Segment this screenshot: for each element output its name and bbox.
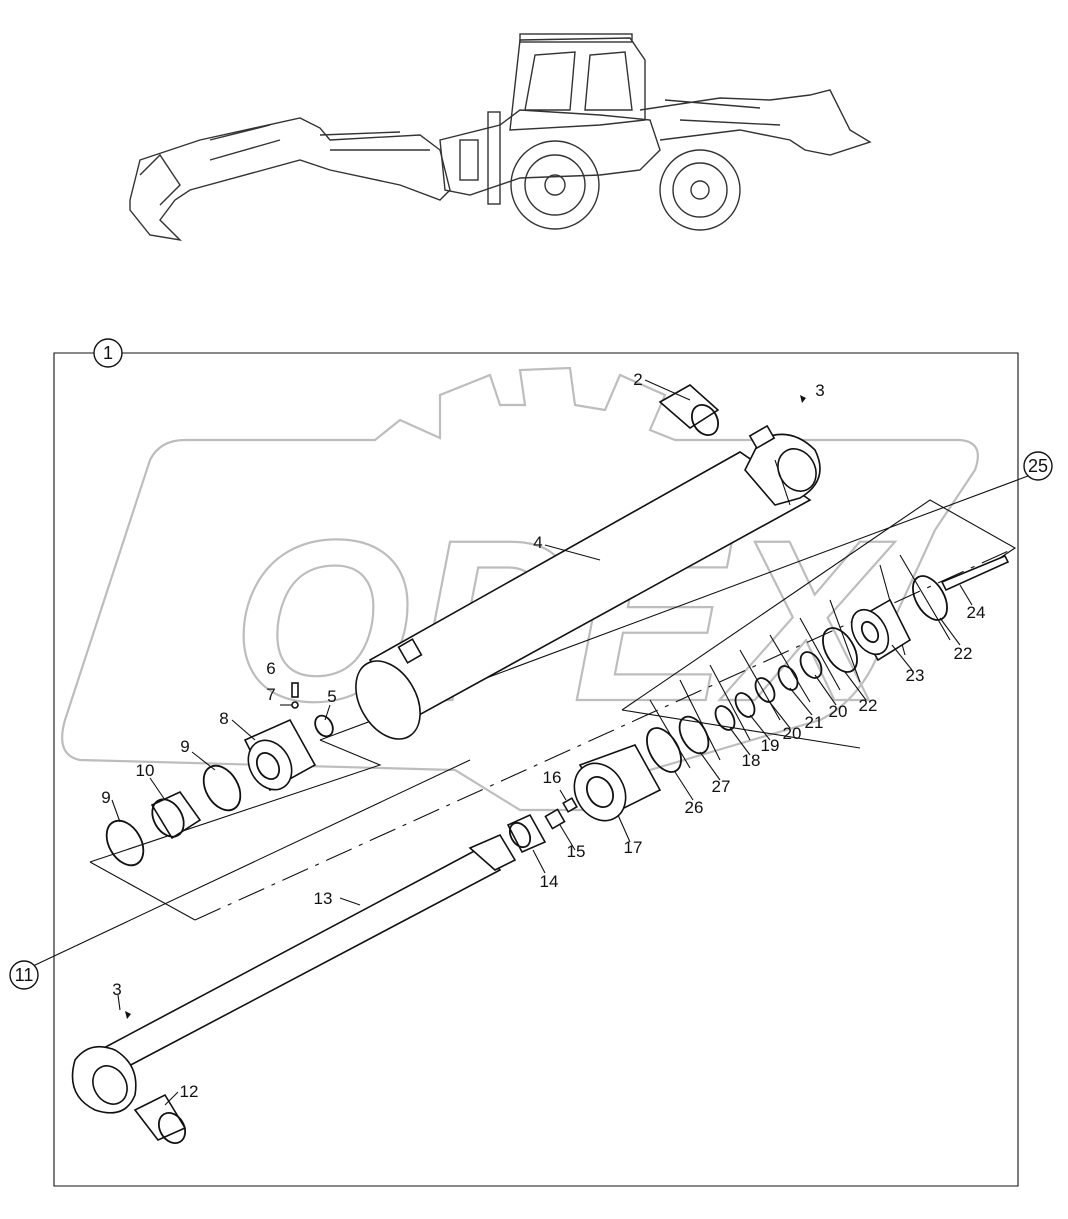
label-9-lower: 9 bbox=[101, 788, 110, 807]
label-10: 10 bbox=[136, 761, 155, 780]
assembly-callout-label: 1 bbox=[103, 343, 113, 363]
label-9-upper: 9 bbox=[180, 737, 189, 756]
label-19: 19 bbox=[761, 736, 780, 755]
label-20-lower: 20 bbox=[783, 724, 802, 743]
backhoe-loader-illustration bbox=[129, 33, 872, 242]
label-3-top: 3 bbox=[815, 381, 824, 400]
gland-head bbox=[243, 718, 317, 792]
kit-callout-11-label: 11 bbox=[15, 965, 34, 985]
kit-callout-11-circle bbox=[9, 960, 39, 990]
label-3-bottom: 3 bbox=[112, 980, 121, 999]
ring-20a bbox=[754, 677, 776, 703]
label-26: 26 bbox=[685, 798, 704, 817]
pin-bushing-12 bbox=[133, 1093, 187, 1144]
label-5: 5 bbox=[327, 687, 336, 706]
ring-20b bbox=[799, 651, 823, 679]
piston-23 bbox=[850, 598, 912, 662]
grease-fitting-3-mark-top bbox=[800, 395, 806, 403]
label-6: 6 bbox=[266, 659, 275, 678]
wiper-seal-10 bbox=[150, 790, 202, 840]
pin-bushing-2 bbox=[658, 384, 720, 436]
label-21: 21 bbox=[805, 713, 824, 732]
o-ring-22a bbox=[822, 627, 858, 673]
o-ring-9-upper bbox=[202, 764, 242, 812]
label-15: 15 bbox=[567, 842, 586, 861]
pin-24 bbox=[940, 554, 1010, 592]
label-22-lower: 22 bbox=[859, 696, 878, 715]
ring-21 bbox=[777, 665, 799, 691]
label-20-upper: 20 bbox=[829, 702, 848, 721]
cylinder-barrel bbox=[355, 424, 821, 740]
piston-rod bbox=[71, 833, 517, 1114]
spacer-14 bbox=[506, 813, 547, 854]
seal-26 bbox=[646, 727, 682, 773]
label-18: 18 bbox=[742, 751, 761, 770]
assembly-frame: 1 bbox=[53, 338, 1019, 1187]
nut-15-16 bbox=[544, 797, 578, 830]
kit-callout-25-circle bbox=[1023, 451, 1053, 481]
label-27: 27 bbox=[712, 777, 731, 796]
label-24: 24 bbox=[967, 603, 986, 622]
label-22-upper: 22 bbox=[954, 644, 973, 663]
seal-27 bbox=[678, 715, 710, 755]
ball-7 bbox=[291, 701, 299, 709]
label-17: 17 bbox=[624, 838, 643, 857]
piston-17 bbox=[573, 744, 662, 822]
grease-nipple-6 bbox=[291, 682, 299, 698]
label-2: 2 bbox=[633, 370, 642, 389]
part-labels: 2 3 3 4 5 6 7 8 9 9 10 12 13 14 15 16 17… bbox=[101, 370, 985, 1101]
label-14: 14 bbox=[540, 872, 559, 891]
label-7: 7 bbox=[266, 685, 275, 704]
grease-fitting-3-mark-bottom bbox=[125, 1011, 131, 1019]
kit-callout-25-label: 25 bbox=[1028, 456, 1048, 476]
label-8: 8 bbox=[219, 709, 228, 728]
o-ring-9-lower bbox=[105, 819, 145, 867]
o-ring-22b bbox=[912, 575, 948, 621]
o-ring-5 bbox=[314, 714, 334, 738]
label-12: 12 bbox=[180, 1082, 199, 1101]
label-13: 13 bbox=[314, 889, 333, 908]
assembly-callout-circle bbox=[93, 338, 123, 368]
label-23: 23 bbox=[906, 666, 925, 685]
label-16: 16 bbox=[543, 768, 562, 787]
leader-lines bbox=[111, 379, 973, 1106]
label-4: 4 bbox=[533, 533, 542, 552]
